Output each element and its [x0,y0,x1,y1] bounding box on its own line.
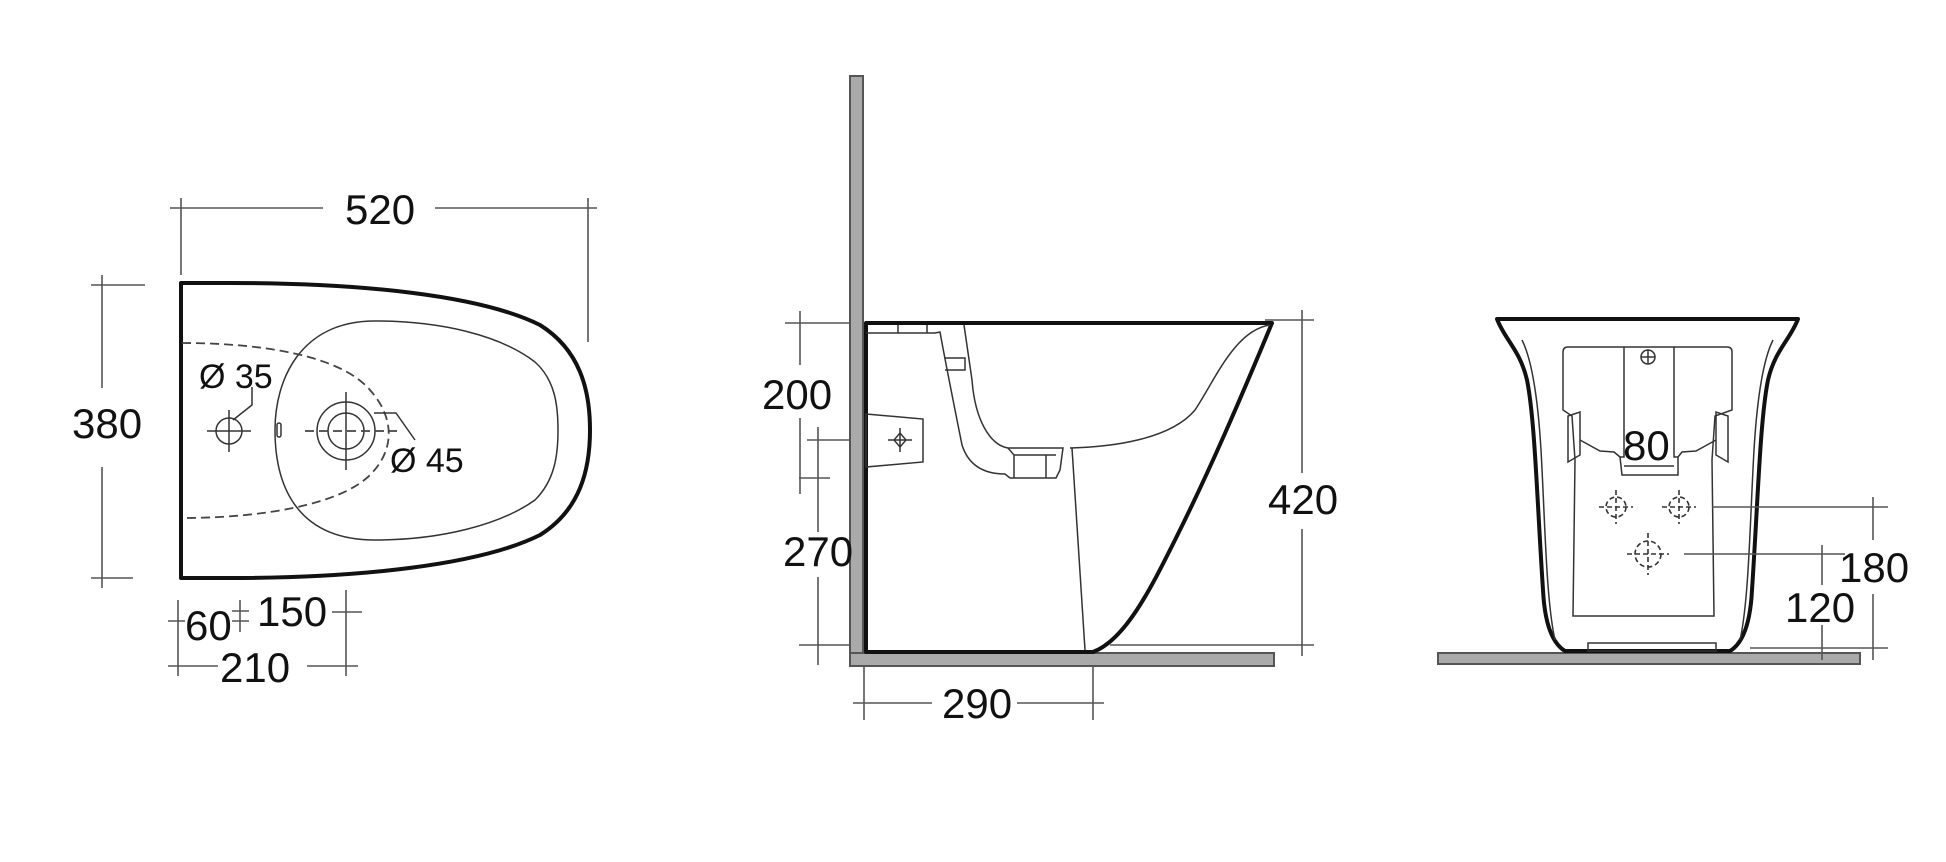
supply-hole-left-icon [1599,490,1633,524]
supply-hole-lower-icon [1627,533,1669,575]
wall-bracket [865,413,924,468]
wall [849,75,864,667]
top-view-outline [179,281,592,580]
dim-bottom-set [168,590,362,676]
rear-floor [1437,652,1861,665]
right-bracket [1715,410,1729,464]
leader-waste [374,412,416,441]
hidden-pedestal-line [1071,447,1086,651]
leader-tap [232,387,253,421]
dim-420 [1110,310,1314,656]
dim-270 [799,427,850,665]
internal-trap [866,324,1064,479]
waste-diameter-label: Ø 45 [390,442,464,480]
lower-supply-height-label: 120 [1785,584,1855,631]
supply-hole-right-icon [1662,490,1696,524]
rear-base-plinth [1587,642,1717,652]
dim-380 [91,275,145,588]
length-label: 520 [345,186,415,233]
dim-120 [1684,545,1845,660]
top-fixing-icon [1640,349,1656,365]
hidden-outline [181,342,390,519]
rear-view: 80 180 120 [1437,317,1909,665]
overflow-slot [276,422,282,438]
bowl-profile [1069,324,1271,449]
waste-outlet-icon [305,392,397,470]
outlet-channel [1619,347,1679,476]
width-label: 380 [72,400,142,447]
top-view: Ø 35 Ø 45 520 380 [72,186,597,691]
height-label: 420 [1268,476,1338,523]
floor [849,652,1275,667]
dim-200 [785,311,850,494]
bracket-upper-label: 200 [762,371,832,418]
bracket-lower-label: 270 [783,528,853,575]
left-bracket [1567,410,1581,464]
tap-offset-label: 60 [185,602,232,649]
dim-290 [853,667,1104,720]
access-panel [1562,346,1733,617]
side-view-outline [864,321,1274,654]
bowl-inner-outline [274,320,559,541]
rear-view-outline [1495,317,1800,653]
dim-180 [1712,497,1888,660]
side-view: 200 270 420 290 [762,75,1338,727]
tap-hole-icon [207,410,251,452]
tap-to-waste-label: 150 [257,588,327,635]
dim-520 [170,198,597,342]
bracket-screw-icon [888,428,912,452]
tap-hole-diameter-label: Ø 35 [199,358,273,396]
outlet-width-label: 80 [1623,422,1670,469]
upper-supply-height-label: 180 [1839,544,1909,591]
wall-to-outlet-label: 290 [942,680,1012,727]
wall-to-waste-label: 210 [220,644,290,691]
